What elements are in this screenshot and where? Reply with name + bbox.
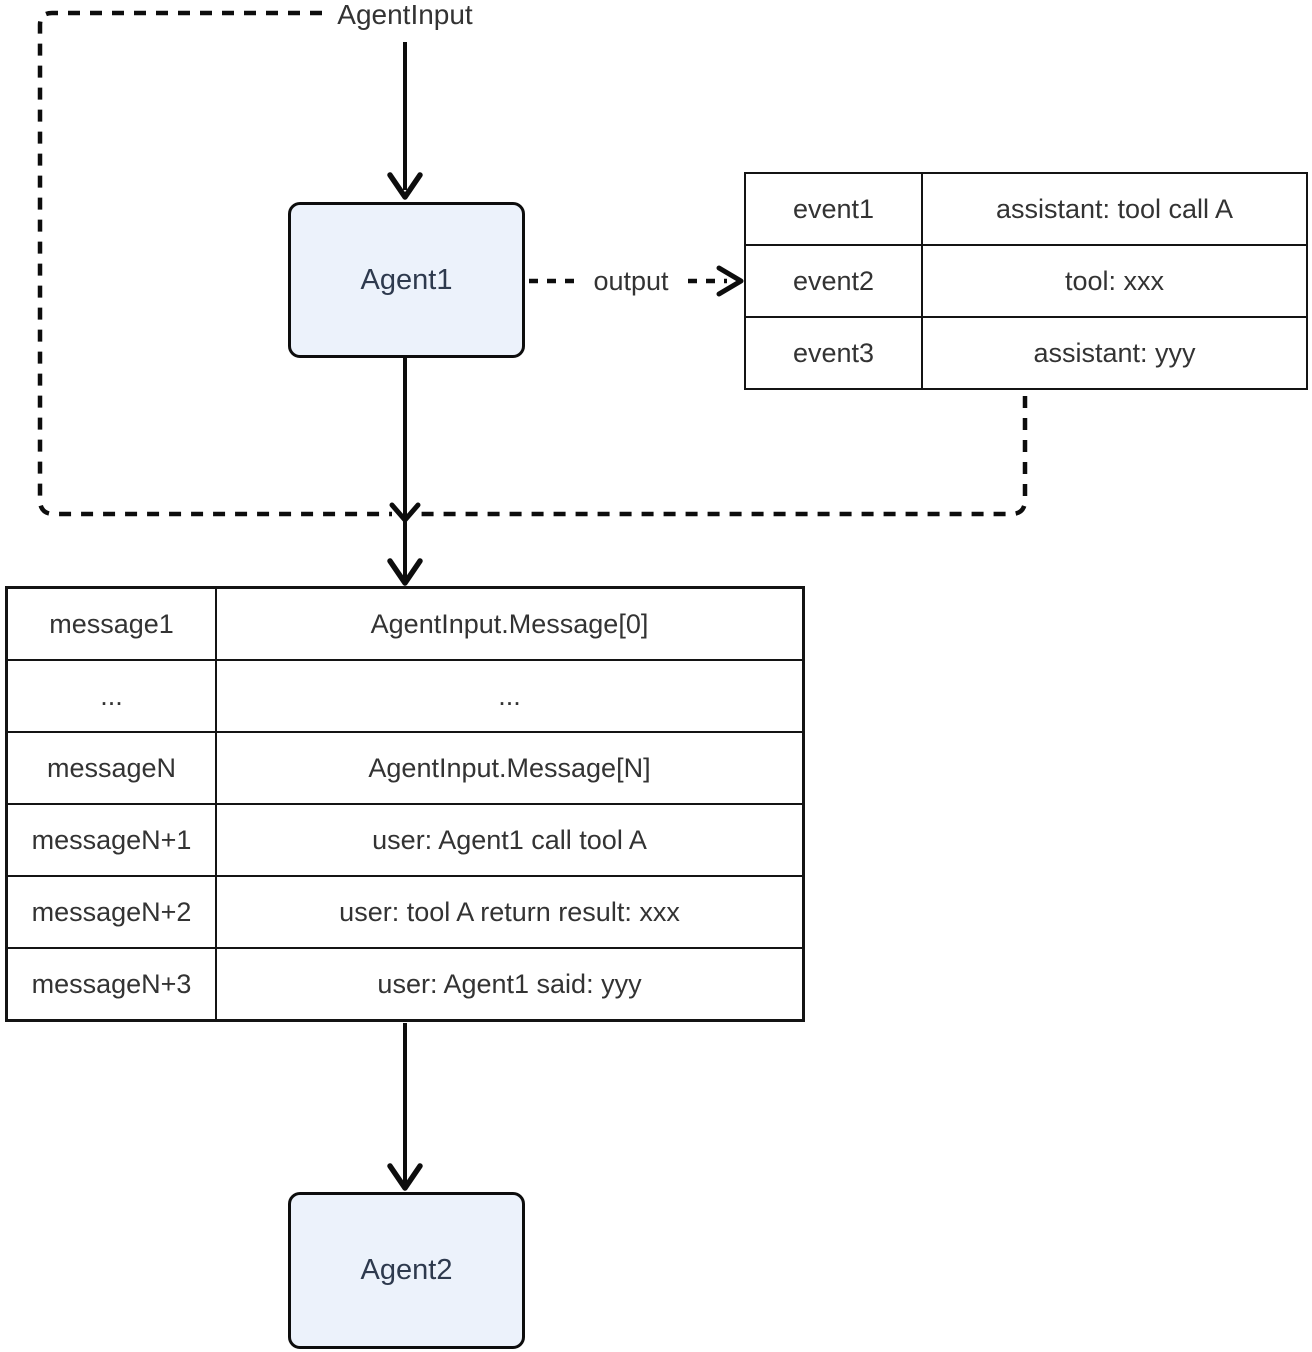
message-table-row: message1 AgentInput.Message[0] xyxy=(8,589,802,659)
message-value-cell: AgentInput.Message[0] xyxy=(370,608,649,639)
event-table-row: event3 assistant: yyy xyxy=(746,316,1306,388)
message-value-cell: AgentInput.Message[N] xyxy=(368,752,651,783)
message-value-cell: user: Agent1 said: yyy xyxy=(377,968,642,999)
edge-events-loop xyxy=(420,396,1028,517)
message-key-cell: ... xyxy=(8,661,217,731)
node-agent2-label: Agent2 xyxy=(360,1254,453,1286)
message-key-cell: message1 xyxy=(8,589,217,659)
event-key-cell: event2 xyxy=(746,246,923,316)
message-table-row: messageN+2 user: tool A return result: x… xyxy=(8,875,802,947)
output-arrowhead-icon xyxy=(716,265,744,297)
agent-input-label: AgentInput xyxy=(337,0,473,30)
event-key-cell: event3 xyxy=(746,318,923,388)
event-value-cell: assistant: tool call A xyxy=(995,193,1234,224)
edge-agentinput-loop xyxy=(37,10,392,517)
messages-arrowhead-icon xyxy=(387,558,423,586)
message-value-cell: user: Agent1 call tool A xyxy=(372,824,647,855)
message-value-cell: user: tool A return result: xxx xyxy=(339,896,680,927)
message-key-cell: messageN+1 xyxy=(8,805,217,875)
event-table: event1 assistant: tool call A event2 too… xyxy=(744,172,1308,390)
node-agent2: Agent2 xyxy=(288,1192,525,1349)
message-table-row: ... ... xyxy=(8,659,802,731)
agent1-arrowhead-icon xyxy=(387,172,423,200)
node-agent1-label: Agent1 xyxy=(360,263,453,296)
message-key-cell: messageN xyxy=(8,733,217,803)
message-key-cell: messageN+3 xyxy=(8,949,217,1019)
event-value-cell: assistant: yyy xyxy=(1033,337,1196,368)
message-table-row: messageN AgentInput.Message[N] xyxy=(8,731,802,803)
message-table-row: messageN+1 user: Agent1 call tool A xyxy=(8,803,802,875)
output-edge-label: output xyxy=(593,266,669,296)
event-value-cell: tool: xxx xyxy=(1064,265,1165,296)
message-key-cell: messageN+2 xyxy=(8,877,217,947)
message-value-cell: ... xyxy=(498,680,521,711)
node-agent1: Agent1 xyxy=(288,202,525,358)
event-key-cell: event1 xyxy=(746,174,923,244)
message-table-row: messageN+3 user: Agent1 said: yyy xyxy=(8,947,802,1019)
event-table-row: event2 tool: xxx xyxy=(746,244,1306,316)
agent2-arrowhead-icon xyxy=(387,1163,423,1191)
message-table: message1 AgentInput.Message[0] ... ... m… xyxy=(5,586,805,1022)
event-table-row: event1 assistant: tool call A xyxy=(746,174,1306,244)
